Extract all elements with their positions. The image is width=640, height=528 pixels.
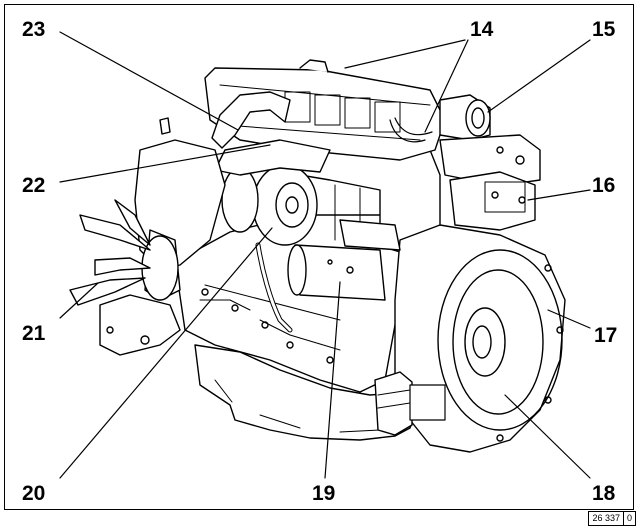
leader-lines — [59, 31, 591, 479]
callout-14: 14 — [470, 18, 494, 41]
starter-motor — [287, 219, 401, 301]
figure-frame — [4, 4, 634, 510]
callout-22: 22 — [22, 174, 45, 197]
callout-17: 17 — [594, 324, 617, 347]
intake-pipe — [211, 91, 291, 149]
callout-15: 15 — [592, 18, 616, 41]
callout-21: 21 — [22, 322, 46, 345]
fuel-lines — [389, 117, 433, 143]
oil-filter — [374, 371, 413, 436]
oil-sump — [194, 344, 419, 441]
figure-reference: 26 337 0 — [588, 511, 636, 526]
air-compressor — [439, 94, 491, 141]
oil-filler-cap — [299, 59, 329, 73]
callout-19: 19 — [312, 482, 335, 505]
alternator — [221, 164, 318, 246]
figure-number: 26 337 — [588, 511, 624, 526]
callout-23: 23 — [22, 18, 45, 41]
engine-mount — [99, 294, 181, 356]
hydraulic-pump — [449, 171, 536, 231]
callout-18: 18 — [592, 482, 616, 505]
callout-16: 16 — [592, 174, 615, 197]
figure-revision: 0 — [623, 511, 636, 526]
callout-20: 20 — [22, 482, 45, 505]
flywheel — [452, 269, 544, 415]
